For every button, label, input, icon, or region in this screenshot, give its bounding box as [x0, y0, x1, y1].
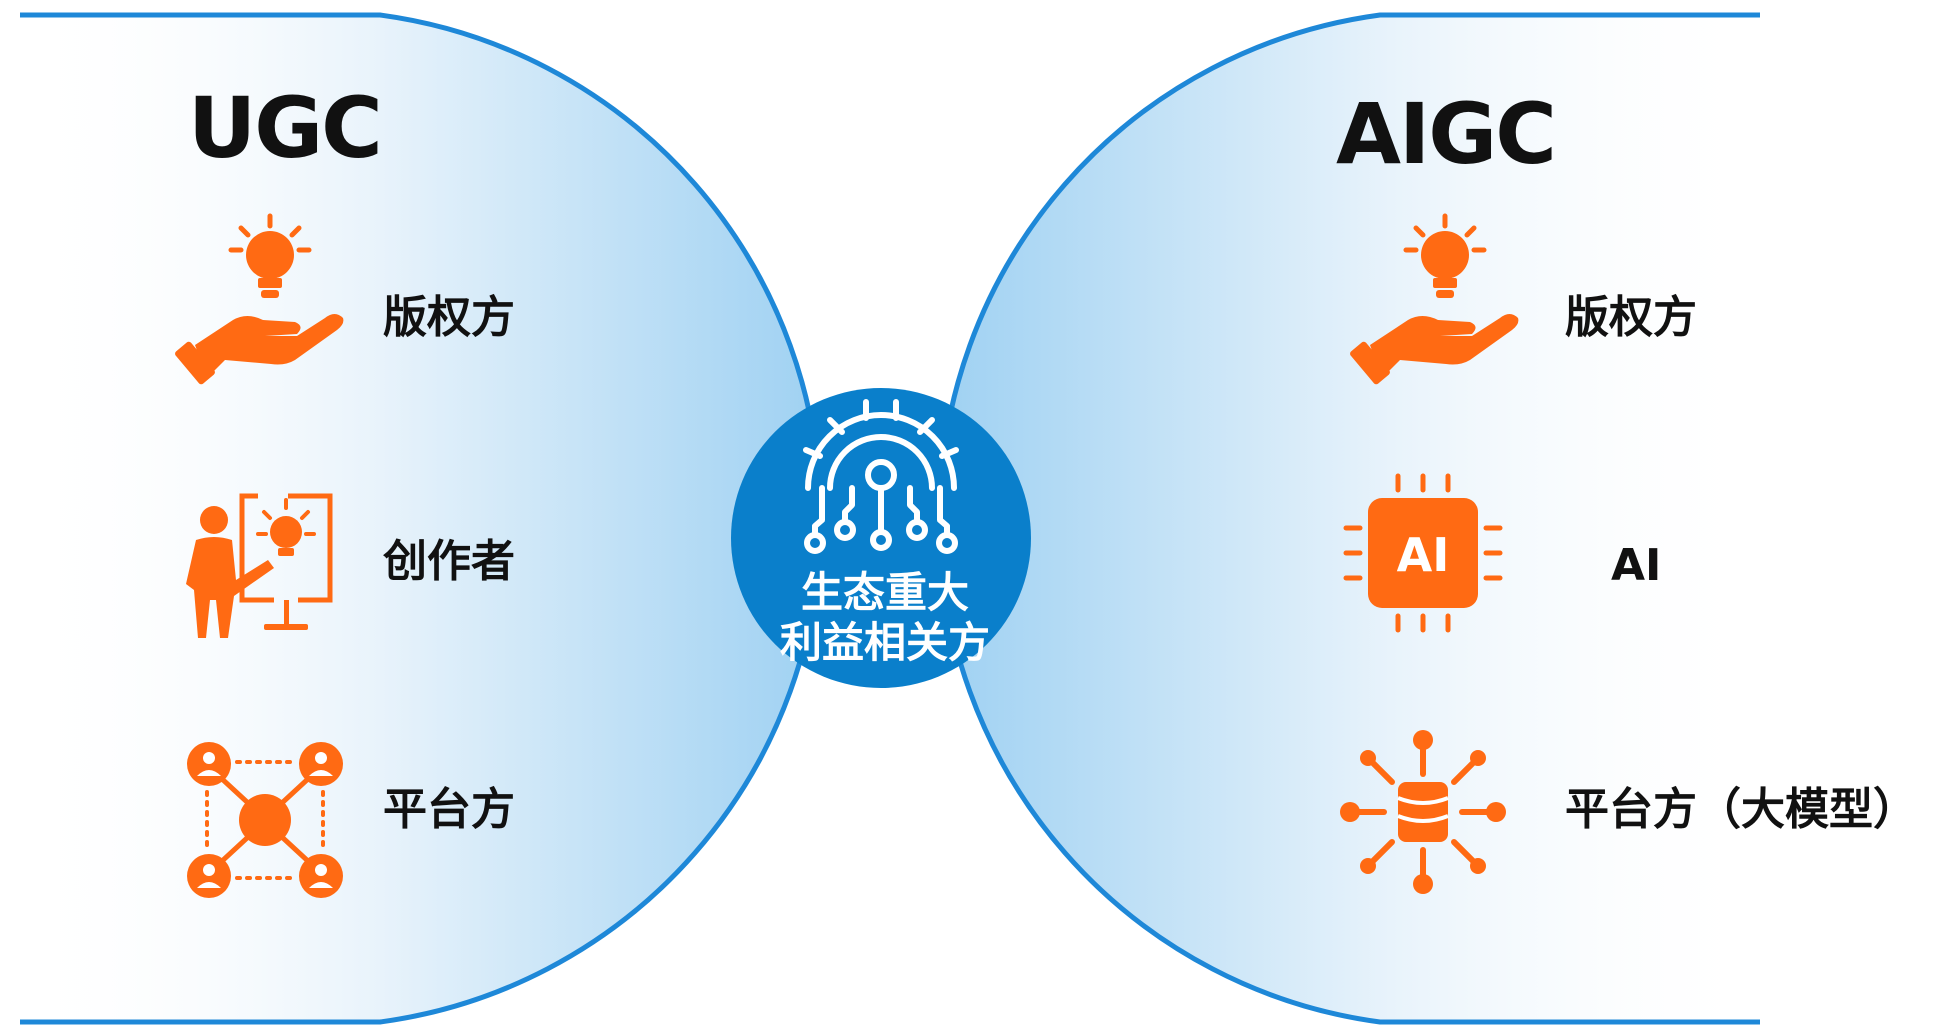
- hand-lightbulb-icon: [1350, 213, 1519, 385]
- ugc-copyright-label: 版权方: [383, 292, 515, 343]
- presenter-idea-icon: [186, 493, 333, 638]
- ugc-creator-label: 创作者: [383, 536, 515, 587]
- ugc-region: [20, 15, 821, 1022]
- center-label-line1: 生态重大: [800, 568, 969, 617]
- aigc-ai-label: AI: [1611, 540, 1662, 591]
- svg-text:AI: AI: [1397, 528, 1450, 582]
- aigc-platform-label: 平台方（大模型）: [1565, 784, 1917, 835]
- ugc-title: UGC: [188, 79, 383, 177]
- hand-lightbulb-icon: [175, 213, 344, 385]
- aigc-title: AIGC: [1336, 85, 1557, 183]
- center-label: 生态重大 利益相关方: [735, 568, 1035, 668]
- aigc-region: [939, 15, 1760, 1022]
- ai-chip-icon: AI: [1343, 473, 1503, 633]
- center-circle: [731, 388, 1031, 688]
- ugc-platform-label: 平台方: [383, 784, 515, 835]
- aigc-copyright-label: 版权方: [1565, 292, 1697, 343]
- gear-circuit-icon: [803, 399, 959, 554]
- database-network-icon: [1340, 730, 1506, 894]
- center-label-line2: 利益相关方: [779, 618, 990, 667]
- network-users-icon: [187, 742, 343, 898]
